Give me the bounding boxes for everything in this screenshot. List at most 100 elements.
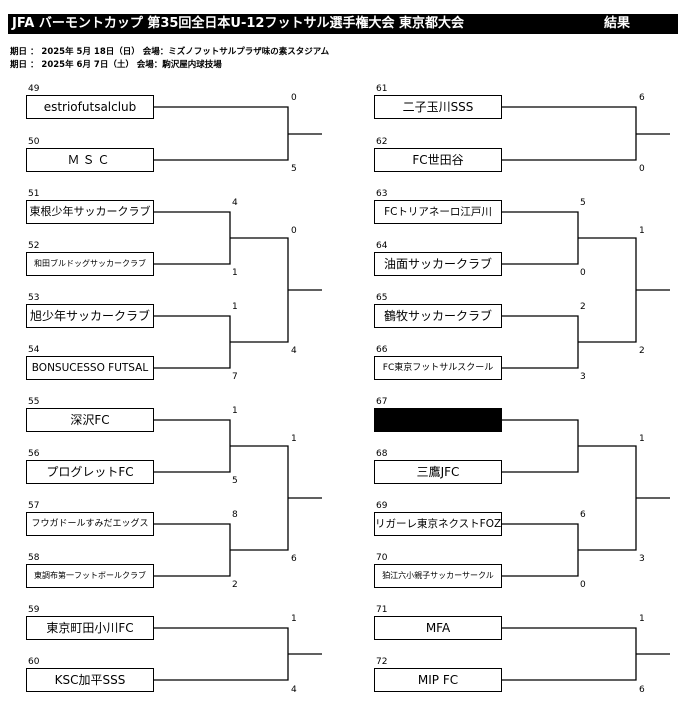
bracket-line xyxy=(154,211,231,265)
team-box: 東根少年サッカークラブ xyxy=(26,200,154,224)
score: 7 xyxy=(232,372,238,382)
team-box: 深沢FC xyxy=(26,408,154,432)
team-number: 55 xyxy=(28,397,40,407)
score: 0 xyxy=(580,580,586,590)
score: 1 xyxy=(232,406,238,416)
score: 1 xyxy=(639,226,645,236)
score: 4 xyxy=(291,346,297,356)
score: 0 xyxy=(639,164,645,174)
bracket-line xyxy=(502,627,637,681)
team-number: 68 xyxy=(376,449,388,459)
score: 6 xyxy=(580,510,586,520)
score: 6 xyxy=(639,93,645,103)
team-number: 60 xyxy=(28,657,40,667)
team-box: FCトリアネーロ江戸川 xyxy=(374,200,502,224)
team-number: 67 xyxy=(376,397,388,407)
team-number: 66 xyxy=(376,345,388,355)
score: 1 xyxy=(232,302,238,312)
team-box: KSC加平SSS xyxy=(26,668,154,692)
bracket-line xyxy=(578,445,637,551)
team-box-redacted: 府中サンライズアイランダース xyxy=(374,408,502,432)
bracket-line xyxy=(154,315,231,369)
score: 5 xyxy=(580,198,586,208)
score: 5 xyxy=(291,164,297,174)
score: 3 xyxy=(639,554,645,564)
score: 2 xyxy=(580,302,586,312)
team-number: 58 xyxy=(28,553,40,563)
team-number: 51 xyxy=(28,189,40,199)
team-number: 49 xyxy=(28,84,40,94)
team-number: 54 xyxy=(28,345,40,355)
team-box: フウガドールすみだエッグス xyxy=(26,512,154,536)
bracket-line xyxy=(578,237,637,343)
score: 1 xyxy=(291,614,297,624)
score: 6 xyxy=(291,554,297,564)
bracket-line xyxy=(502,315,579,369)
bracket-line xyxy=(154,523,231,577)
score: 4 xyxy=(291,685,297,695)
score: 1 xyxy=(639,614,645,624)
result-label: 結果 xyxy=(604,16,631,31)
score: 1 xyxy=(232,268,238,278)
score: 2 xyxy=(232,580,238,590)
bracket-line xyxy=(502,211,579,265)
bracket-line xyxy=(154,106,289,161)
page-title: JFA バーモントカップ 第35回全日本U-12フットサル選手権大会 東京都大会 xyxy=(12,16,464,31)
team-box: BONSUCESSO FUTSAL xyxy=(26,356,154,380)
score: 1 xyxy=(291,434,297,444)
team-number: 53 xyxy=(28,293,40,303)
score: 6 xyxy=(639,685,645,695)
bracket-line xyxy=(502,106,637,161)
team-number: 70 xyxy=(376,553,388,563)
team-number: 63 xyxy=(376,189,388,199)
score: 1 xyxy=(639,434,645,444)
score: 5 xyxy=(232,476,238,486)
team-box: 狛江六小親子サッカーサークル xyxy=(374,564,502,588)
team-number: 64 xyxy=(376,241,388,251)
bracket-line xyxy=(230,445,289,551)
team-box: 油面サッカークラブ xyxy=(374,252,502,276)
bracket-line xyxy=(154,627,289,681)
team-number: 72 xyxy=(376,657,388,667)
team-box: 三鷹JFC xyxy=(374,460,502,484)
team-box: MFA xyxy=(374,616,502,640)
team-box: プログレットFC xyxy=(26,460,154,484)
score: 0 xyxy=(580,268,586,278)
team-box: MIP FC xyxy=(374,668,502,692)
team-box: 旭少年サッカークラブ xyxy=(26,304,154,328)
team-number: 59 xyxy=(28,605,40,615)
team-box: リガーレ東京ネクストFOZ xyxy=(374,512,502,536)
team-number: 50 xyxy=(28,137,40,147)
team-number: 52 xyxy=(28,241,40,251)
team-number: 65 xyxy=(376,293,388,303)
team-box: 二子玉川SSS xyxy=(374,95,502,119)
team-box: FC世田谷 xyxy=(374,148,502,172)
bracket-line xyxy=(154,419,231,473)
page-header: JFA バーモントカップ 第35回全日本U-12フットサル選手権大会 東京都大会… xyxy=(8,14,678,34)
schedule-line-1: 期日 ： 2025年 5月 18日（日） 会場：ミズノフットサルプラザ味の素スタ… xyxy=(10,47,330,57)
team-box: 東京町田小川FC xyxy=(26,616,154,640)
team-number: 56 xyxy=(28,449,40,459)
schedule-line-2: 期日 ： 2025年 6月 7日（土） 会場：駒沢屋内球技場 xyxy=(10,60,222,70)
team-number: 57 xyxy=(28,501,40,511)
score: 0 xyxy=(291,226,297,236)
team-box: 和田ブルドッグサッカークラブ xyxy=(26,252,154,276)
bracket-line xyxy=(230,237,289,343)
team-box: estriofutsalclub xyxy=(26,95,154,119)
team-number: 61 xyxy=(376,84,388,94)
score: 0 xyxy=(291,93,297,103)
team-box: 鶴牧サッカークラブ xyxy=(374,304,502,328)
team-box: FC東京フットサルスクール xyxy=(374,356,502,380)
team-box: 東調布第一フットボールクラブ xyxy=(26,564,154,588)
bracket-line xyxy=(502,523,579,577)
team-number: 71 xyxy=(376,605,388,615)
score: 4 xyxy=(232,198,238,208)
score: 2 xyxy=(639,346,645,356)
team-number: 62 xyxy=(376,137,388,147)
score: 3 xyxy=(580,372,586,382)
score: 8 xyxy=(232,510,238,520)
bracket-line xyxy=(502,419,579,473)
team-box: ＭＳＣ xyxy=(26,148,154,172)
team-number: 69 xyxy=(376,501,388,511)
